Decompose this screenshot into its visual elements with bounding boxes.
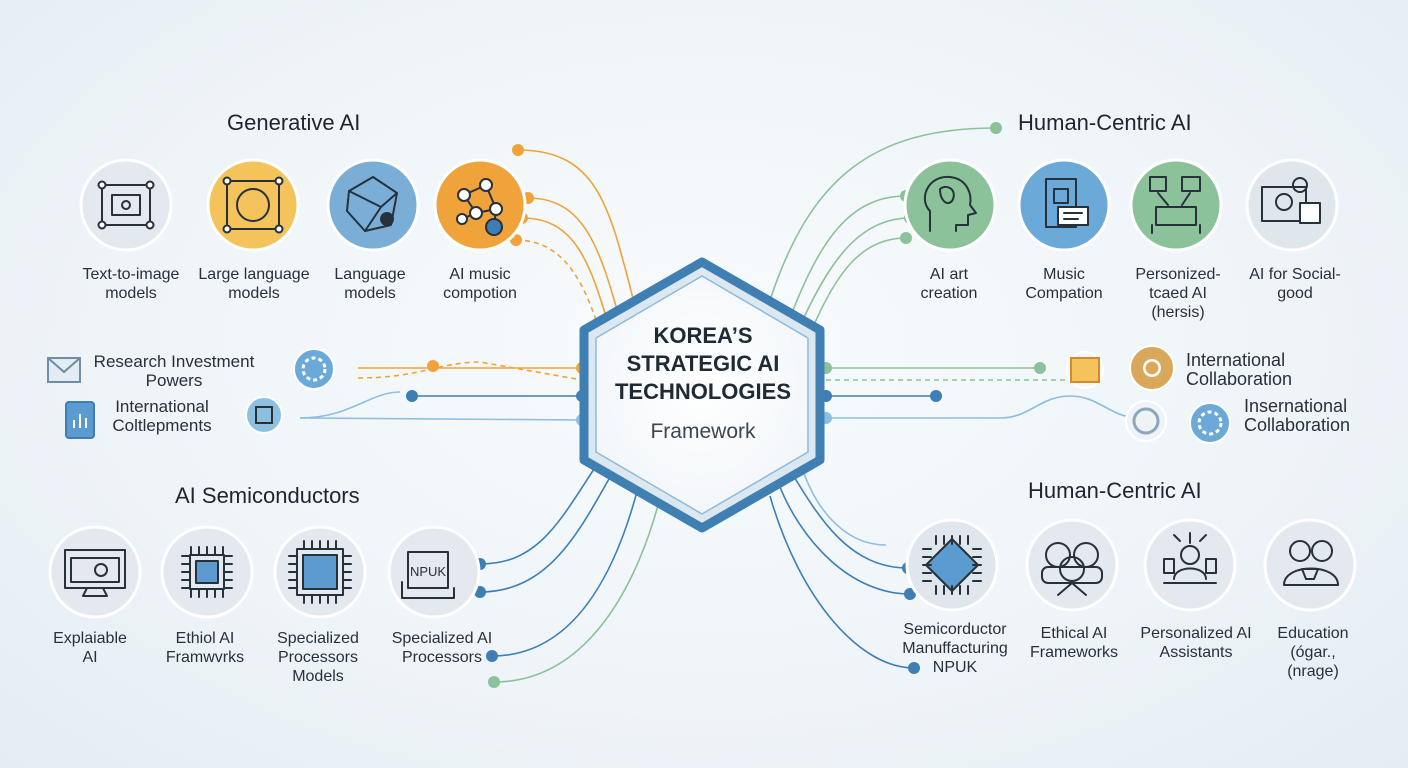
connector-line-7 — [809, 237, 907, 335]
label-personized-ai: Personized-tcaed AI(hersis) — [1135, 266, 1221, 321]
chip-icon — [160, 525, 254, 619]
icon-layer: NPUK — [47, 158, 1357, 619]
connector-dot-16 — [1034, 362, 1046, 374]
circuit-chip-icon — [905, 518, 999, 612]
envelope-icon — [47, 357, 81, 383]
gear-icon — [293, 348, 335, 390]
connector-line-6 — [799, 217, 911, 327]
group-title-human-centric-bottom: Human-Centric AI — [1028, 478, 1202, 503]
connector-line-11 — [299, 391, 401, 419]
people-group-icon — [1025, 518, 1119, 612]
connector-dot-20 — [486, 650, 498, 662]
connector-dot-21 — [488, 676, 500, 688]
molecule-network-icon — [433, 158, 527, 252]
hub-subtitle: Framework — [650, 420, 756, 443]
hub-title-line-3: TECHNOLOGIES — [614, 379, 791, 404]
connector-line-24 — [799, 459, 887, 546]
label-education: Education(ógar.,(nrage) — [1277, 625, 1349, 680]
connector-line-18 — [479, 469, 615, 593]
svg-text:NPUK: NPUK — [410, 564, 446, 579]
connector-dot-23 — [904, 588, 916, 600]
network-hub-icon — [1129, 345, 1175, 391]
connector-line-22 — [777, 481, 911, 595]
frame-icon — [245, 396, 283, 434]
connector-dot-8 — [427, 360, 439, 372]
connector-dot-4 — [990, 122, 1002, 134]
image-frame-icon — [79, 158, 173, 252]
label-ai-for-social-good: AI for Social-good — [1249, 266, 1341, 302]
document-box-icon — [1066, 351, 1104, 389]
hub-title-line-2: STRATEGIC AI — [626, 351, 780, 376]
group-title-generative-ai: Generative AI — [227, 110, 361, 135]
processor-icon — [273, 525, 367, 619]
connector-line-1 — [527, 197, 621, 321]
connector-dot-7 — [900, 232, 912, 244]
connector-line-4 — [769, 127, 997, 301]
social-screen-icon — [1245, 158, 1339, 252]
connector-line-19 — [491, 479, 641, 657]
network-cube-icon — [326, 158, 420, 252]
connector-line-20 — [493, 489, 663, 683]
connector-line-23 — [769, 495, 915, 669]
connector-line-16 — [826, 395, 1141, 419]
connector-line-2 — [521, 217, 611, 331]
connector-line-12 — [299, 417, 581, 421]
connector-line-9 — [357, 361, 583, 381]
assistant-person-icon — [1143, 518, 1237, 612]
connector-line-3 — [515, 239, 601, 333]
group-title-human-centric-top: Human-Centric AI — [1018, 110, 1192, 135]
hub-title-line-1: KOREA’S — [653, 323, 753, 348]
connector-lines — [299, 127, 1141, 683]
head-profile-icon — [903, 158, 997, 252]
education-people-icon — [1263, 518, 1357, 612]
npuk-chip-icon: NPUK — [387, 525, 481, 619]
brain-frame-icon — [206, 158, 300, 252]
group-title-ai-semiconductors: AI Semiconductors — [175, 483, 360, 508]
connector-line-5 — [789, 195, 907, 319]
connector-line-21 — [789, 469, 909, 569]
connector-line-17 — [479, 459, 601, 565]
connector-dot-24 — [908, 662, 920, 674]
central-hub-hexagon — [579, 257, 825, 533]
monitor-icon — [48, 525, 142, 619]
connector-line-0 — [517, 149, 637, 311]
globe-badge-icon — [1189, 402, 1231, 444]
document-screen-icon — [1017, 158, 1111, 252]
connector-dot-9 — [406, 390, 418, 402]
refresh-ring-icon — [1125, 400, 1167, 442]
collaboration-icon — [1129, 158, 1223, 252]
connector-dot-17 — [930, 390, 942, 402]
tablet-chart-icon — [65, 401, 95, 439]
connector-dot-0 — [512, 144, 524, 156]
